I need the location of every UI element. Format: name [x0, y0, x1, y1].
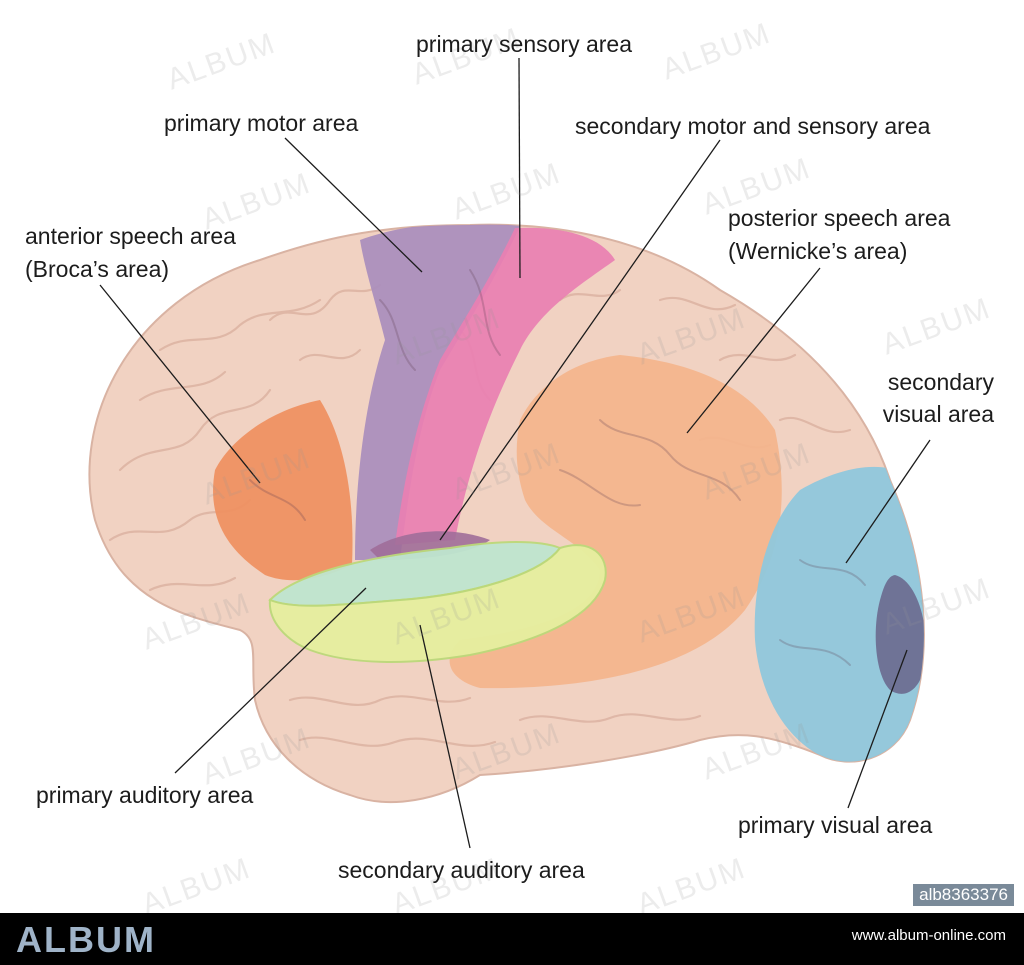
- label-secondary-visual-line1: secondary: [887, 369, 994, 395]
- region-primary-visual: [875, 575, 924, 694]
- label-primary-auditory: primary auditory area: [36, 782, 254, 808]
- label-brocas-area: (Broca’s area): [25, 256, 170, 282]
- region-broca: [213, 400, 353, 581]
- leader-secondary-motor-sensory: [439, 139, 721, 541]
- label-posterior-speech: posterior speech area: [728, 205, 951, 231]
- site-url[interactable]: www.album-online.com: [851, 927, 1006, 944]
- leader-primary-sensory: [518, 57, 521, 279]
- leader-broca: [99, 284, 261, 484]
- label-wernickes-area: (Wernicke’s area): [728, 238, 908, 264]
- label-primary-visual: primary visual area: [738, 812, 933, 838]
- footer-bar: ALBUM www.album-online.com: [0, 913, 1024, 965]
- label-secondary-visual-line2: visual area: [882, 401, 994, 427]
- region-primary-sensory: [395, 227, 615, 546]
- leader-lines: [99, 57, 931, 849]
- leader-primary-motor: [284, 137, 423, 273]
- label-primary-motor: primary motor area: [164, 110, 359, 136]
- region-secondary-auditory: [268, 544, 607, 663]
- region-secondary-visual: [754, 466, 924, 763]
- region-secondary-motor-sensory: [370, 531, 490, 560]
- label-secondary-auditory: secondary auditory area: [338, 857, 585, 883]
- label-secondary-motor-sensory: secondary motor and sensory area: [575, 113, 931, 139]
- label-anterior-speech: anterior speech area: [25, 223, 236, 249]
- leader-secondary-auditory: [419, 624, 471, 849]
- leader-wernicke: [686, 267, 821, 434]
- region-primary-motor: [355, 224, 520, 560]
- brand-logo: ALBUM: [16, 919, 156, 960]
- leader-primary-visual: [847, 649, 908, 809]
- region-folds: [249, 269, 866, 666]
- leader-primary-auditory: [174, 587, 367, 774]
- region-wernicke: [449, 355, 782, 689]
- catalog-id-badge: alb8363376: [913, 884, 1014, 906]
- label-primary-sensory: primary sensory area: [416, 31, 633, 57]
- leader-secondary-visual: [845, 439, 931, 564]
